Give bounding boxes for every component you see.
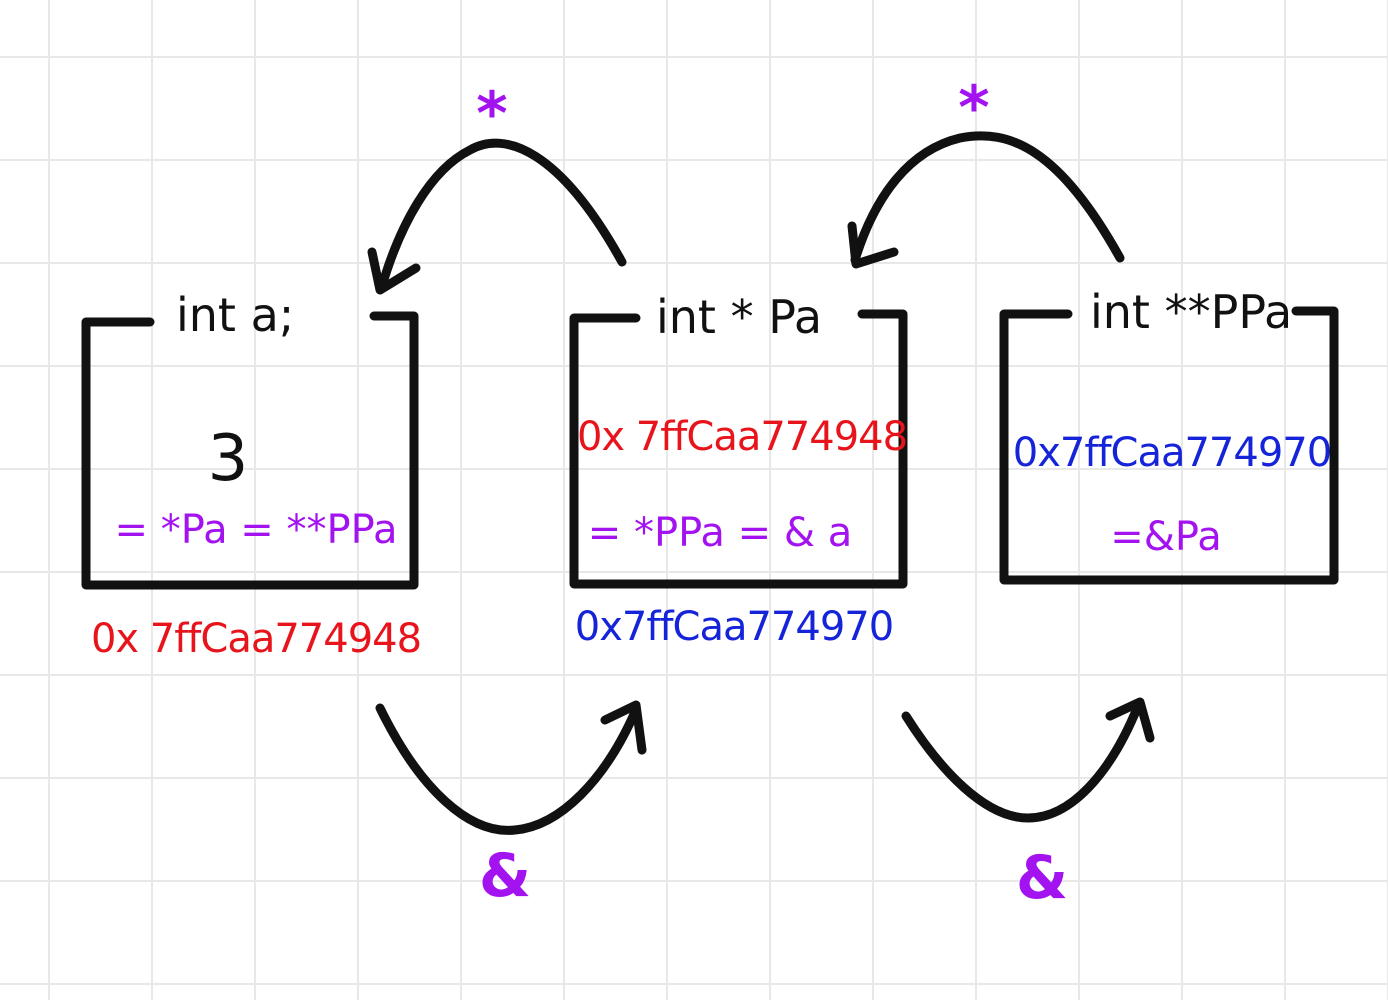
dereference-symbol-left: * <box>476 79 507 149</box>
box-int-pa-value: 0x 7ffCaa774948 <box>577 414 907 460</box>
address-of-arrow-pa-to-ppa-curve <box>901 701 1143 823</box>
address-of-arrow-pa-to-ppa <box>901 697 1155 823</box>
box-int-pa-address: 0x7ffCaa774970 <box>575 604 893 650</box>
box-int-pa-equivalence: = *PPa = & a <box>588 510 853 556</box>
box-int-a: int a; 3 = *Pa = **PPa 0x 7ffCaa774948 <box>81 288 422 662</box>
box-int-a-equivalence: = *Pa = **PPa <box>115 507 398 553</box>
box-int-a-value: 3 <box>208 422 249 496</box>
dereference-arrow-pa-to-a-head <box>367 247 421 295</box>
address-of-symbol-right: & <box>1016 843 1068 913</box>
box-int-ppa-outline <box>999 306 1339 585</box>
dereference-arrow-ppa-to-pa-head <box>847 221 899 269</box>
dereference-arrow-pa-to-a-curve <box>377 138 627 291</box>
dereference-arrow-ppa-to-pa-curve <box>850 131 1125 265</box>
box-int-a-address: 0x 7ffCaa774948 <box>91 616 421 662</box>
box-int-a-outline <box>81 311 419 590</box>
box-int-pa: int * Pa 0x 7ffCaa774948 = *PPa = & a 0x… <box>569 290 908 650</box>
box-int-ppa: int **PPa 0x7ffCaa774970 =&Pa <box>999 285 1339 585</box>
box-int-ppa-value: 0x7ffCaa774970 <box>1013 430 1331 476</box>
address-of-symbol-left: & <box>479 841 531 911</box>
box-int-pa-label: int * Pa <box>656 290 822 344</box>
box-int-a-label: int a; <box>176 288 294 342</box>
address-of-arrow-a-to-pa-curve <box>375 703 640 835</box>
address-of-arrow-a-to-pa <box>375 700 647 835</box>
box-int-pa-outline <box>569 309 908 589</box>
box-int-ppa-equivalence: =&Pa <box>1110 514 1222 560</box>
dereference-arrow-ppa-to-pa <box>847 131 1125 269</box>
dereference-arrow-pa-to-a <box>367 138 627 295</box>
dereference-symbol-right: * <box>958 73 989 143</box>
address-of-arrow-pa-to-ppa-head <box>1105 697 1155 743</box>
address-of-arrow-a-to-pa-head <box>600 700 647 755</box>
box-int-ppa-label: int **PPa <box>1090 285 1292 339</box>
